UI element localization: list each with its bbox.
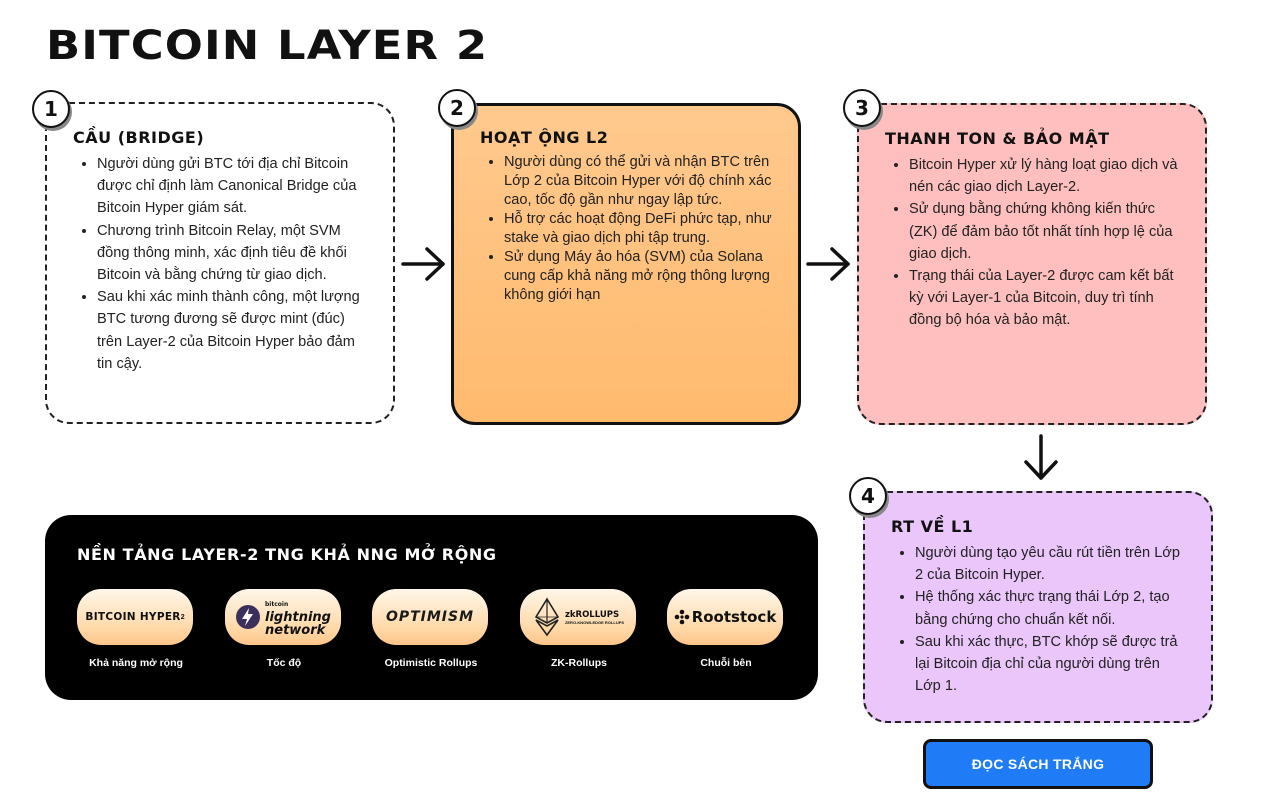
- list-item: Sau khi xác thực, BTC khớp sẽ được trả l…: [915, 631, 1189, 698]
- platform-caption: Khả năng mở rộng: [89, 657, 183, 669]
- list-item: Trạng thái của Layer-2 được cam kết bất …: [909, 265, 1183, 332]
- zk-rollups-logo: zkROLLUPS ZERO-KNOWLEDGE ROLLUPS: [520, 589, 636, 645]
- read-whitepaper-button[interactable]: ĐỌC SÁCH TRẮNG: [923, 739, 1153, 789]
- rootstock-logo: Rootstock: [667, 589, 783, 645]
- logo-text: lightning: [265, 609, 331, 625]
- list-item: Bitcoin Hyper xử lý hàng loạt giao dịch …: [909, 154, 1183, 198]
- platform-lightning[interactable]: bitcoin lightning network Tốc độ: [225, 589, 343, 669]
- optimism-logo: OPTIMISM: [372, 589, 488, 645]
- step-number-badge: 4: [849, 477, 887, 515]
- step-number-badge: 1: [32, 90, 70, 128]
- list-item: Người dùng tạo yêu cầu rút tiền trên Lớp…: [915, 542, 1189, 586]
- card-list: Người dùng có thể gửi và nhận BTC trên L…: [480, 153, 776, 305]
- platforms-title: NỀN TẢNG LAYER-2 TNG KHẢ NNG MỞ RỘNG: [77, 545, 497, 564]
- ethereum-diamond-icon: [534, 597, 560, 637]
- card-list: Người dùng gửi BTC tới địa chỉ Bitcoin đ…: [73, 153, 371, 375]
- step-number-badge: 2: [438, 89, 476, 127]
- list-item: Người dùng có thể gửi và nhận BTC trên L…: [504, 153, 776, 210]
- arrow-right-icon: [806, 247, 850, 281]
- card-heading: HOẠT ỘNG L2: [480, 128, 609, 147]
- lightning-bolt-icon: [236, 605, 261, 629]
- platforms-panel: NỀN TẢNG LAYER-2 TNG KHẢ NNG MỞ RỘNG BIT…: [45, 515, 818, 700]
- card-list: Bitcoin Hyper xử lý hàng loạt giao dịch …: [885, 154, 1183, 332]
- card-list: Người dùng tạo yêu cầu rút tiền trên Lớp…: [891, 542, 1189, 697]
- step-card-settlement-security: THANH TON & BẢO MẬT Bitcoin Hyper xử lý …: [857, 103, 1207, 425]
- card-heading: CẦU (BRIDGE): [73, 128, 205, 147]
- logo-text: zkROLLUPS: [564, 609, 620, 620]
- step-card-l2-operation: HOẠT ỘNG L2 Người dùng có thể gửi và nhậ…: [451, 103, 801, 425]
- list-item: Chương trình Bitcoin Relay, một SVM đồng…: [97, 220, 371, 287]
- platform-caption: ZK-Rollups: [551, 657, 607, 669]
- platform-caption: Tốc độ: [266, 657, 302, 669]
- card-heading: RT VỀ L1: [891, 517, 974, 536]
- arrow-down-icon: [1024, 434, 1058, 480]
- platform-caption: Optimistic Rollups: [384, 657, 478, 669]
- logo-superscript: 2: [180, 613, 185, 621]
- logo-text-line2: network: [265, 622, 326, 638]
- card-heading: THANH TON & BẢO MẬT: [885, 129, 1110, 148]
- lightning-network-logo: bitcoin lightning network: [225, 589, 341, 645]
- page-title: BITCOIN LAYER 2: [46, 23, 489, 69]
- list-item: Người dùng gửi BTC tới địa chỉ Bitcoin đ…: [97, 153, 371, 220]
- logo-subtext: ZERO-KNOWLEDGE ROLLUPS: [564, 619, 625, 625]
- step-card-bridge: CẦU (BRIDGE) Người dùng gửi BTC tới địa …: [45, 102, 395, 424]
- platform-optimism[interactable]: OPTIMISM Optimistic Rollups: [372, 589, 490, 669]
- rootstock-logo-icon: [674, 609, 689, 625]
- logo-text: Rootstock: [691, 608, 777, 626]
- list-item: Sử dụng bằng chứng không kiến thức (ZK) …: [909, 198, 1183, 265]
- logo-text: BITCOIN HYPER: [85, 611, 181, 623]
- arrow-right-icon: [401, 247, 445, 281]
- list-item: Hỗ trợ các hoạt động DeFi phức tạp, như …: [504, 210, 776, 248]
- step-card-withdraw-l1: RT VỀ L1 Người dùng tạo yêu cầu rút tiền…: [863, 491, 1213, 723]
- list-item: Sau khi xác minh thành công, một lượng B…: [97, 286, 371, 375]
- list-item: Hệ thống xác thực trạng thái Lớp 2, tạo …: [915, 586, 1189, 630]
- platform-zk-rollups[interactable]: zkROLLUPS ZERO-KNOWLEDGE ROLLUPS ZK-Roll…: [520, 589, 638, 669]
- step-number-badge: 3: [843, 89, 881, 127]
- logo-text: OPTIMISM: [385, 609, 475, 625]
- logo-subtext: bitcoin: [265, 600, 289, 608]
- platform-caption: Chuỗi bên: [700, 657, 752, 669]
- list-item: Sử dụng Máy ảo hóa (SVM) của Solana cung…: [504, 248, 776, 305]
- platform-rootstock[interactable]: Rootstock Chuỗi bên: [667, 589, 785, 669]
